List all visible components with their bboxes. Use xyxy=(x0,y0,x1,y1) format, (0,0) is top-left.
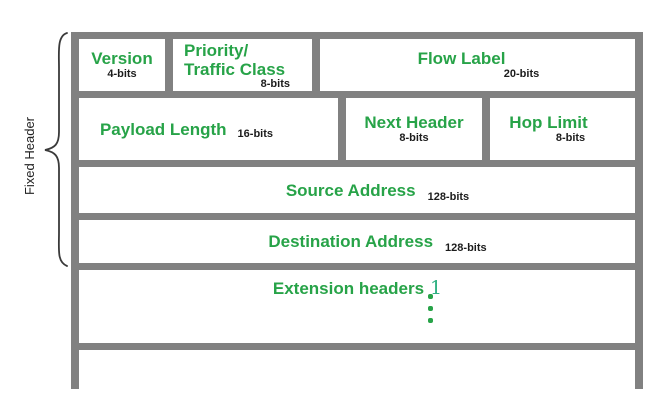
field-source-address-label: Source Address xyxy=(285,180,416,200)
field-destination-address-label: Destination Address xyxy=(268,232,434,251)
grid-line-row1-row2 xyxy=(71,91,643,98)
ellipsis-dots xyxy=(428,294,433,323)
grid-line-row2-row3 xyxy=(71,160,643,167)
divider-payload-nextheader xyxy=(338,91,346,167)
fixed-header-label: Fixed Header xyxy=(22,116,37,196)
field-version: Version 4-bits xyxy=(79,39,165,91)
field-traffic-class-bits: 8-bits xyxy=(260,78,290,90)
field-source-address: Source Address 128-bits xyxy=(79,167,636,213)
field-hop-limit: Hop Limit 8-bits xyxy=(490,98,635,160)
field-destination-address-bits: 128-bits xyxy=(445,242,487,254)
fixed-header-brace xyxy=(44,32,68,267)
field-next-header-label: Next Header xyxy=(364,113,464,132)
field-flow-label-bits: 20-bits xyxy=(503,68,540,80)
ellipsis-dot xyxy=(428,294,433,299)
grid-line-row4-row5 xyxy=(71,263,643,270)
divider-version-priority xyxy=(165,32,173,98)
ellipsis-dot xyxy=(428,318,433,323)
field-version-label: Version xyxy=(91,49,153,68)
field-extension-headers: Extension headers 1 xyxy=(79,270,636,343)
divider-nextheader-hoplimit xyxy=(482,91,490,167)
field-next-header: Next Header 8-bits xyxy=(346,98,482,160)
field-payload-length-label: Payload Length xyxy=(99,119,227,139)
field-payload-length-bits: 16-bits xyxy=(237,127,274,140)
grid-line-row3-row4 xyxy=(71,213,643,220)
field-flow-label: Flow Label 20-bits xyxy=(320,39,635,91)
field-flow-label-label: Flow Label xyxy=(417,49,506,68)
field-traffic-class-label-line2: Traffic Class xyxy=(184,60,286,79)
field-payload-length: Payload Length 16-bits xyxy=(79,98,338,160)
field-version-bits: 4-bits xyxy=(107,68,137,80)
grid-line-right-edge xyxy=(635,32,643,389)
ellipsis-dot xyxy=(428,306,433,311)
field-traffic-class: Priority/ Traffic Class 8-bits xyxy=(173,39,312,91)
field-extension-headers-label: Extension headers xyxy=(272,279,425,298)
field-hop-limit-bits: 8-bits xyxy=(555,132,586,144)
field-extension-headers-number: 1 xyxy=(430,277,443,299)
divider-priority-flowlabel xyxy=(312,32,320,98)
field-traffic-class-label-line1: Priority/ xyxy=(184,41,249,60)
field-next-header-bits: 8-bits xyxy=(399,132,429,144)
field-destination-address: Destination Address 128-bits xyxy=(79,220,636,263)
grid-line-left-edge xyxy=(71,32,79,389)
field-hop-limit-label: Hop Limit xyxy=(509,113,588,132)
grid-line-top xyxy=(71,32,643,39)
field-source-address-bits: 128-bits xyxy=(427,190,470,203)
grid-line-row5-row6 xyxy=(71,343,643,350)
